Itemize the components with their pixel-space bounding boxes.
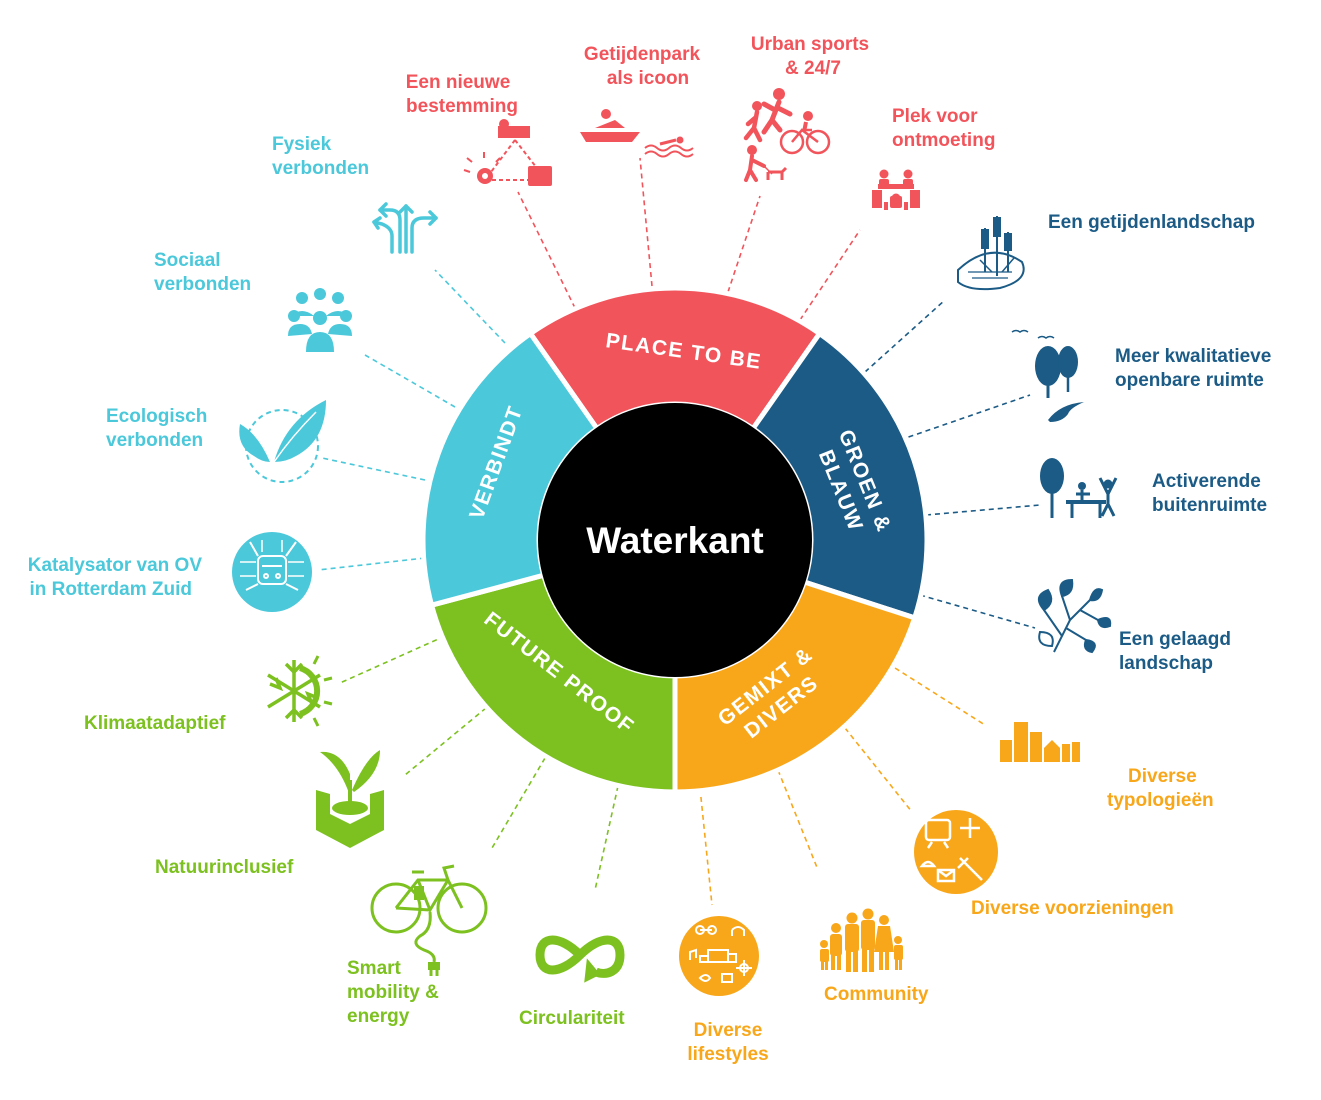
label-natuurinclusief: Natuurinclusief xyxy=(155,857,294,878)
bed-triangle-icon xyxy=(463,119,552,186)
label-fysiek-2: verbonden xyxy=(272,158,369,179)
arrows-icon xyxy=(372,202,438,254)
swimming-icon xyxy=(580,109,694,158)
label-activerende-2: buitenruimte xyxy=(1152,495,1267,516)
label-getijdenpark-1: Getijdenpark xyxy=(584,44,701,65)
label-smart-mobility-3: energy xyxy=(347,1006,410,1027)
label-klimaatadaptief: Klimaatadaptief xyxy=(84,713,226,734)
label-een-nieuwe-bestemming-1: Een nieuwe xyxy=(406,72,511,93)
label-katalysator-1: Katalysator van OV xyxy=(28,555,203,576)
label-sociaal-1: Sociaal xyxy=(154,250,221,271)
facilities-icon xyxy=(914,810,998,894)
label-meer-kwalitatieve-1: Meer kwalitatieve xyxy=(1115,346,1271,367)
center-title: Waterkant xyxy=(586,520,764,561)
infinity-icon xyxy=(535,935,625,983)
layered-leaves-icon xyxy=(1037,578,1112,654)
label-getijdenpark-2: als icoon xyxy=(607,68,689,89)
lifestyles-icon xyxy=(679,916,759,996)
label-diverse-lifestyles-2: lifestyles xyxy=(687,1044,768,1065)
label-katalysator-2: in Rotterdam Zuid xyxy=(29,579,192,600)
urban-sports-icon xyxy=(743,88,831,182)
meeting-icon xyxy=(872,169,920,210)
label-diverse-typologieen-2: typologieën xyxy=(1107,790,1214,811)
ring xyxy=(420,285,930,795)
label-circulariteit: Circulariteit xyxy=(519,1008,625,1029)
label-plek-voor-ontmoeting-2: ontmoeting xyxy=(892,130,995,151)
label-fysiek-1: Fysiek xyxy=(272,134,332,155)
plant-hands-icon xyxy=(316,750,384,848)
playground-icon xyxy=(1040,458,1118,518)
trees-river-icon xyxy=(1011,329,1084,422)
label-diverse-lifestyles-1: Diverse xyxy=(694,1020,763,1041)
label-ecologisch-2: verbonden xyxy=(106,430,203,451)
buildings-icon xyxy=(1000,722,1080,762)
metro-icon xyxy=(232,532,312,612)
leaf-circle-icon xyxy=(239,400,326,483)
label-urban-sports-1: Urban sports xyxy=(751,34,869,55)
label-smart-mobility-2: mobility & xyxy=(347,982,439,1003)
connector-lines xyxy=(317,157,1041,906)
label-activerende-1: Activerende xyxy=(1152,471,1261,492)
family-icon xyxy=(820,908,903,972)
label-een-gelaagd-2: landschap xyxy=(1119,653,1213,674)
label-sociaal-2: verbonden xyxy=(154,274,251,295)
center-circle xyxy=(538,403,812,677)
label-plek-voor-ontmoeting-1: Plek voor xyxy=(892,106,978,127)
label-smart-mobility-1: Smart xyxy=(347,958,402,979)
ebike-icon xyxy=(370,864,488,976)
sun-snow-icon xyxy=(267,655,333,727)
label-ecologisch-1: Ecologisch xyxy=(106,406,207,427)
label-diverse-voorzieningen: Diverse voorzieningen xyxy=(971,898,1174,919)
label-een-gelaagd-1: Een gelaagd xyxy=(1119,629,1231,650)
label-een-getijdenlandschap: Een getijdenlandschap xyxy=(1048,212,1255,233)
label-meer-kwalitatieve-2: openbare ruimte xyxy=(1115,370,1264,391)
reeds-icon xyxy=(957,216,1025,291)
label-een-nieuwe-bestemming-2: bestemming xyxy=(406,96,518,117)
label-urban-sports-2: & 24/7 xyxy=(785,58,841,79)
label-diverse-typologieen-1: Diverse xyxy=(1128,766,1197,787)
label-community: Community xyxy=(824,984,929,1005)
people-group-icon xyxy=(288,288,352,352)
